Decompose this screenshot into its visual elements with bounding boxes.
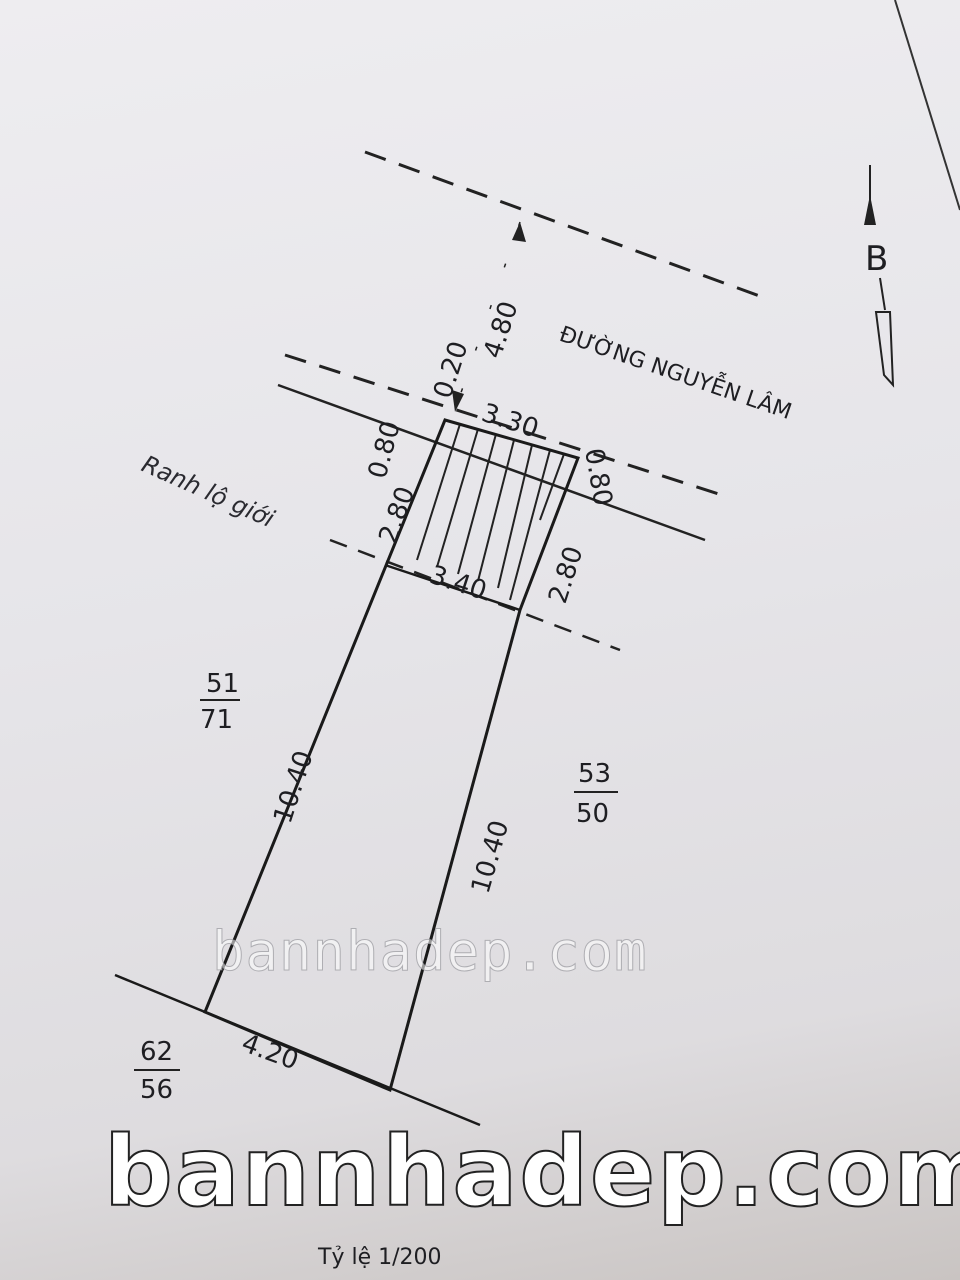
arrow-down-icon — [452, 390, 464, 412]
watermark-middle: bannhadep.com — [212, 920, 648, 983]
dim-left-short: 2.80 — [373, 483, 421, 548]
dim-right-short: 2.80 — [543, 543, 589, 607]
plot-outline — [203, 418, 580, 1093]
parcel-53-50: 53 50 — [574, 759, 618, 829]
dim-right-long: 10.40 — [466, 817, 515, 897]
dim-left-long: 10.40 — [268, 747, 320, 827]
parcel-top: 51 — [206, 669, 239, 699]
parcel-bottom: 71 — [200, 705, 233, 735]
dim-road-width: 4.80 — [478, 298, 524, 362]
parcel-top: 62 — [140, 1037, 173, 1067]
road-boundary-line — [277, 383, 706, 542]
arrow-up-icon — [512, 222, 526, 242]
dim-right-offset: 0.80 — [578, 446, 618, 508]
road-near-edge — [284, 353, 723, 497]
parcel-62-56: 62 56 — [134, 1037, 180, 1105]
parcel-51-71: 51 71 — [200, 669, 240, 735]
mid-width-line — [384, 563, 521, 612]
paper-edge — [894, 0, 960, 211]
dim-mid-width: 3.40 — [426, 560, 490, 606]
street-name: ĐƯỜNG NGUYỄN LÂM — [556, 317, 796, 425]
dim-left-offset: 0.80 — [363, 418, 407, 482]
boundary-label: Ranh lộ giới — [138, 450, 279, 533]
north-label: B — [865, 239, 888, 279]
scale-label: Tỷ lệ 1/200 — [317, 1245, 442, 1270]
road-far-edge — [364, 150, 766, 300]
parcel-top: 53 — [578, 759, 611, 789]
dim-back-width: 4.20 — [238, 1028, 303, 1076]
north-arrow-icon — [864, 165, 895, 388]
parcel-bottom: 56 — [140, 1075, 173, 1105]
watermark-bottom: bannhadep.com — [103, 1116, 960, 1228]
hatched-setback-area — [416, 423, 565, 601]
parcel-bottom: 50 — [576, 799, 609, 829]
dim-setback-top: 0.20 — [428, 338, 474, 402]
rear-boundary-line — [114, 973, 481, 1127]
